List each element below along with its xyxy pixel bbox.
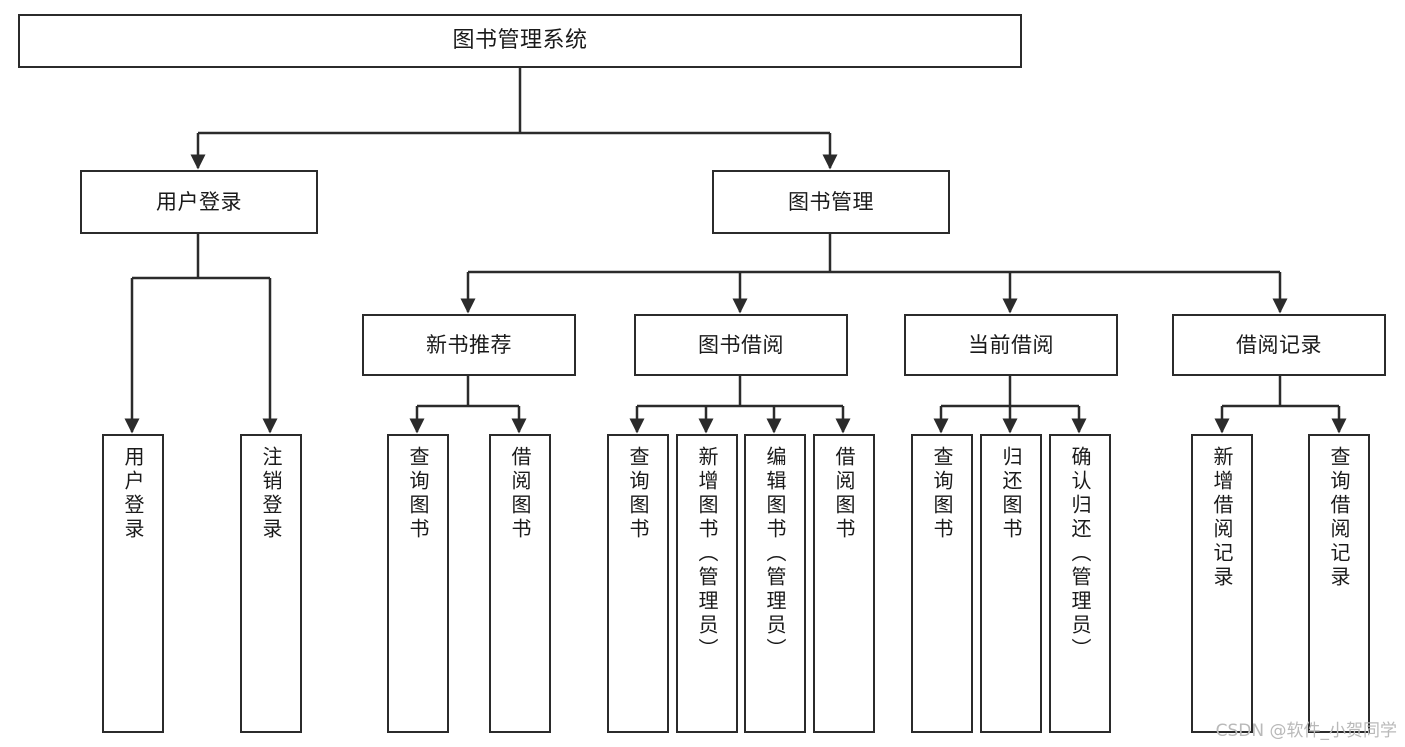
node-new-book-recommend[interactable]: 新书推荐: [362, 314, 576, 376]
leaf-query-book-1-label: 查询图书: [406, 446, 430, 542]
node-current-borrow-label: 当前借阅: [968, 332, 1054, 357]
leaf-edit-book-label: 编辑图书（管理员）: [763, 446, 787, 662]
leaf-add-book[interactable]: 新增图书（管理员）: [676, 434, 738, 733]
leaf-add-borrow-record[interactable]: 新增借阅记录: [1191, 434, 1253, 733]
leaf-borrow-book-1[interactable]: 借阅图书: [489, 434, 551, 733]
leaf-edit-book[interactable]: 编辑图书（管理员）: [744, 434, 806, 733]
leaf-user-login[interactable]: 用户登录: [102, 434, 164, 733]
node-book-borrow[interactable]: 图书借阅: [634, 314, 848, 376]
leaf-logout-login-label: 注销登录: [259, 446, 283, 542]
leaf-return-book-label: 归还图书: [999, 446, 1023, 542]
node-root-label: 图书管理系统: [452, 28, 588, 54]
leaf-add-book-label: 新增图书（管理员）: [695, 446, 719, 662]
leaf-query-book-2[interactable]: 查询图书: [607, 434, 669, 733]
csdn-watermark: CSDN @软件_小贺同学: [1215, 721, 1397, 741]
node-book-borrow-label: 图书借阅: [698, 332, 784, 357]
node-user-login[interactable]: 用户登录: [80, 170, 318, 234]
leaf-query-book-3[interactable]: 查询图书: [911, 434, 973, 733]
leaf-query-borrow-record[interactable]: 查询借阅记录: [1308, 434, 1370, 733]
leaf-query-borrow-record-label: 查询借阅记录: [1327, 446, 1351, 590]
node-book-management[interactable]: 图书管理: [712, 170, 950, 234]
node-user-login-label: 用户登录: [156, 189, 242, 214]
node-current-borrow[interactable]: 当前借阅: [904, 314, 1118, 376]
leaf-borrow-book-2[interactable]: 借阅图书: [813, 434, 875, 733]
leaf-return-book[interactable]: 归还图书: [980, 434, 1042, 733]
node-borrow-record-label: 借阅记录: [1236, 332, 1322, 357]
leaf-logout-login[interactable]: 注销登录: [240, 434, 302, 733]
node-new-book-recommend-label: 新书推荐: [426, 332, 512, 357]
leaf-confirm-return[interactable]: 确认归还（管理员）: [1049, 434, 1111, 733]
node-borrow-record[interactable]: 借阅记录: [1172, 314, 1386, 376]
leaf-confirm-return-label: 确认归还（管理员）: [1068, 446, 1092, 662]
leaf-add-borrow-record-label: 新增借阅记录: [1210, 446, 1234, 590]
node-book-management-label: 图书管理: [788, 189, 874, 214]
leaf-query-book-2-label: 查询图书: [626, 446, 650, 542]
leaf-user-login-label: 用户登录: [121, 446, 145, 542]
leaf-query-book-3-label: 查询图书: [930, 446, 954, 542]
leaf-borrow-book-2-label: 借阅图书: [832, 446, 856, 542]
leaf-borrow-book-1-label: 借阅图书: [508, 446, 532, 542]
node-root[interactable]: 图书管理系统: [18, 14, 1022, 68]
leaf-query-book-1[interactable]: 查询图书: [387, 434, 449, 733]
